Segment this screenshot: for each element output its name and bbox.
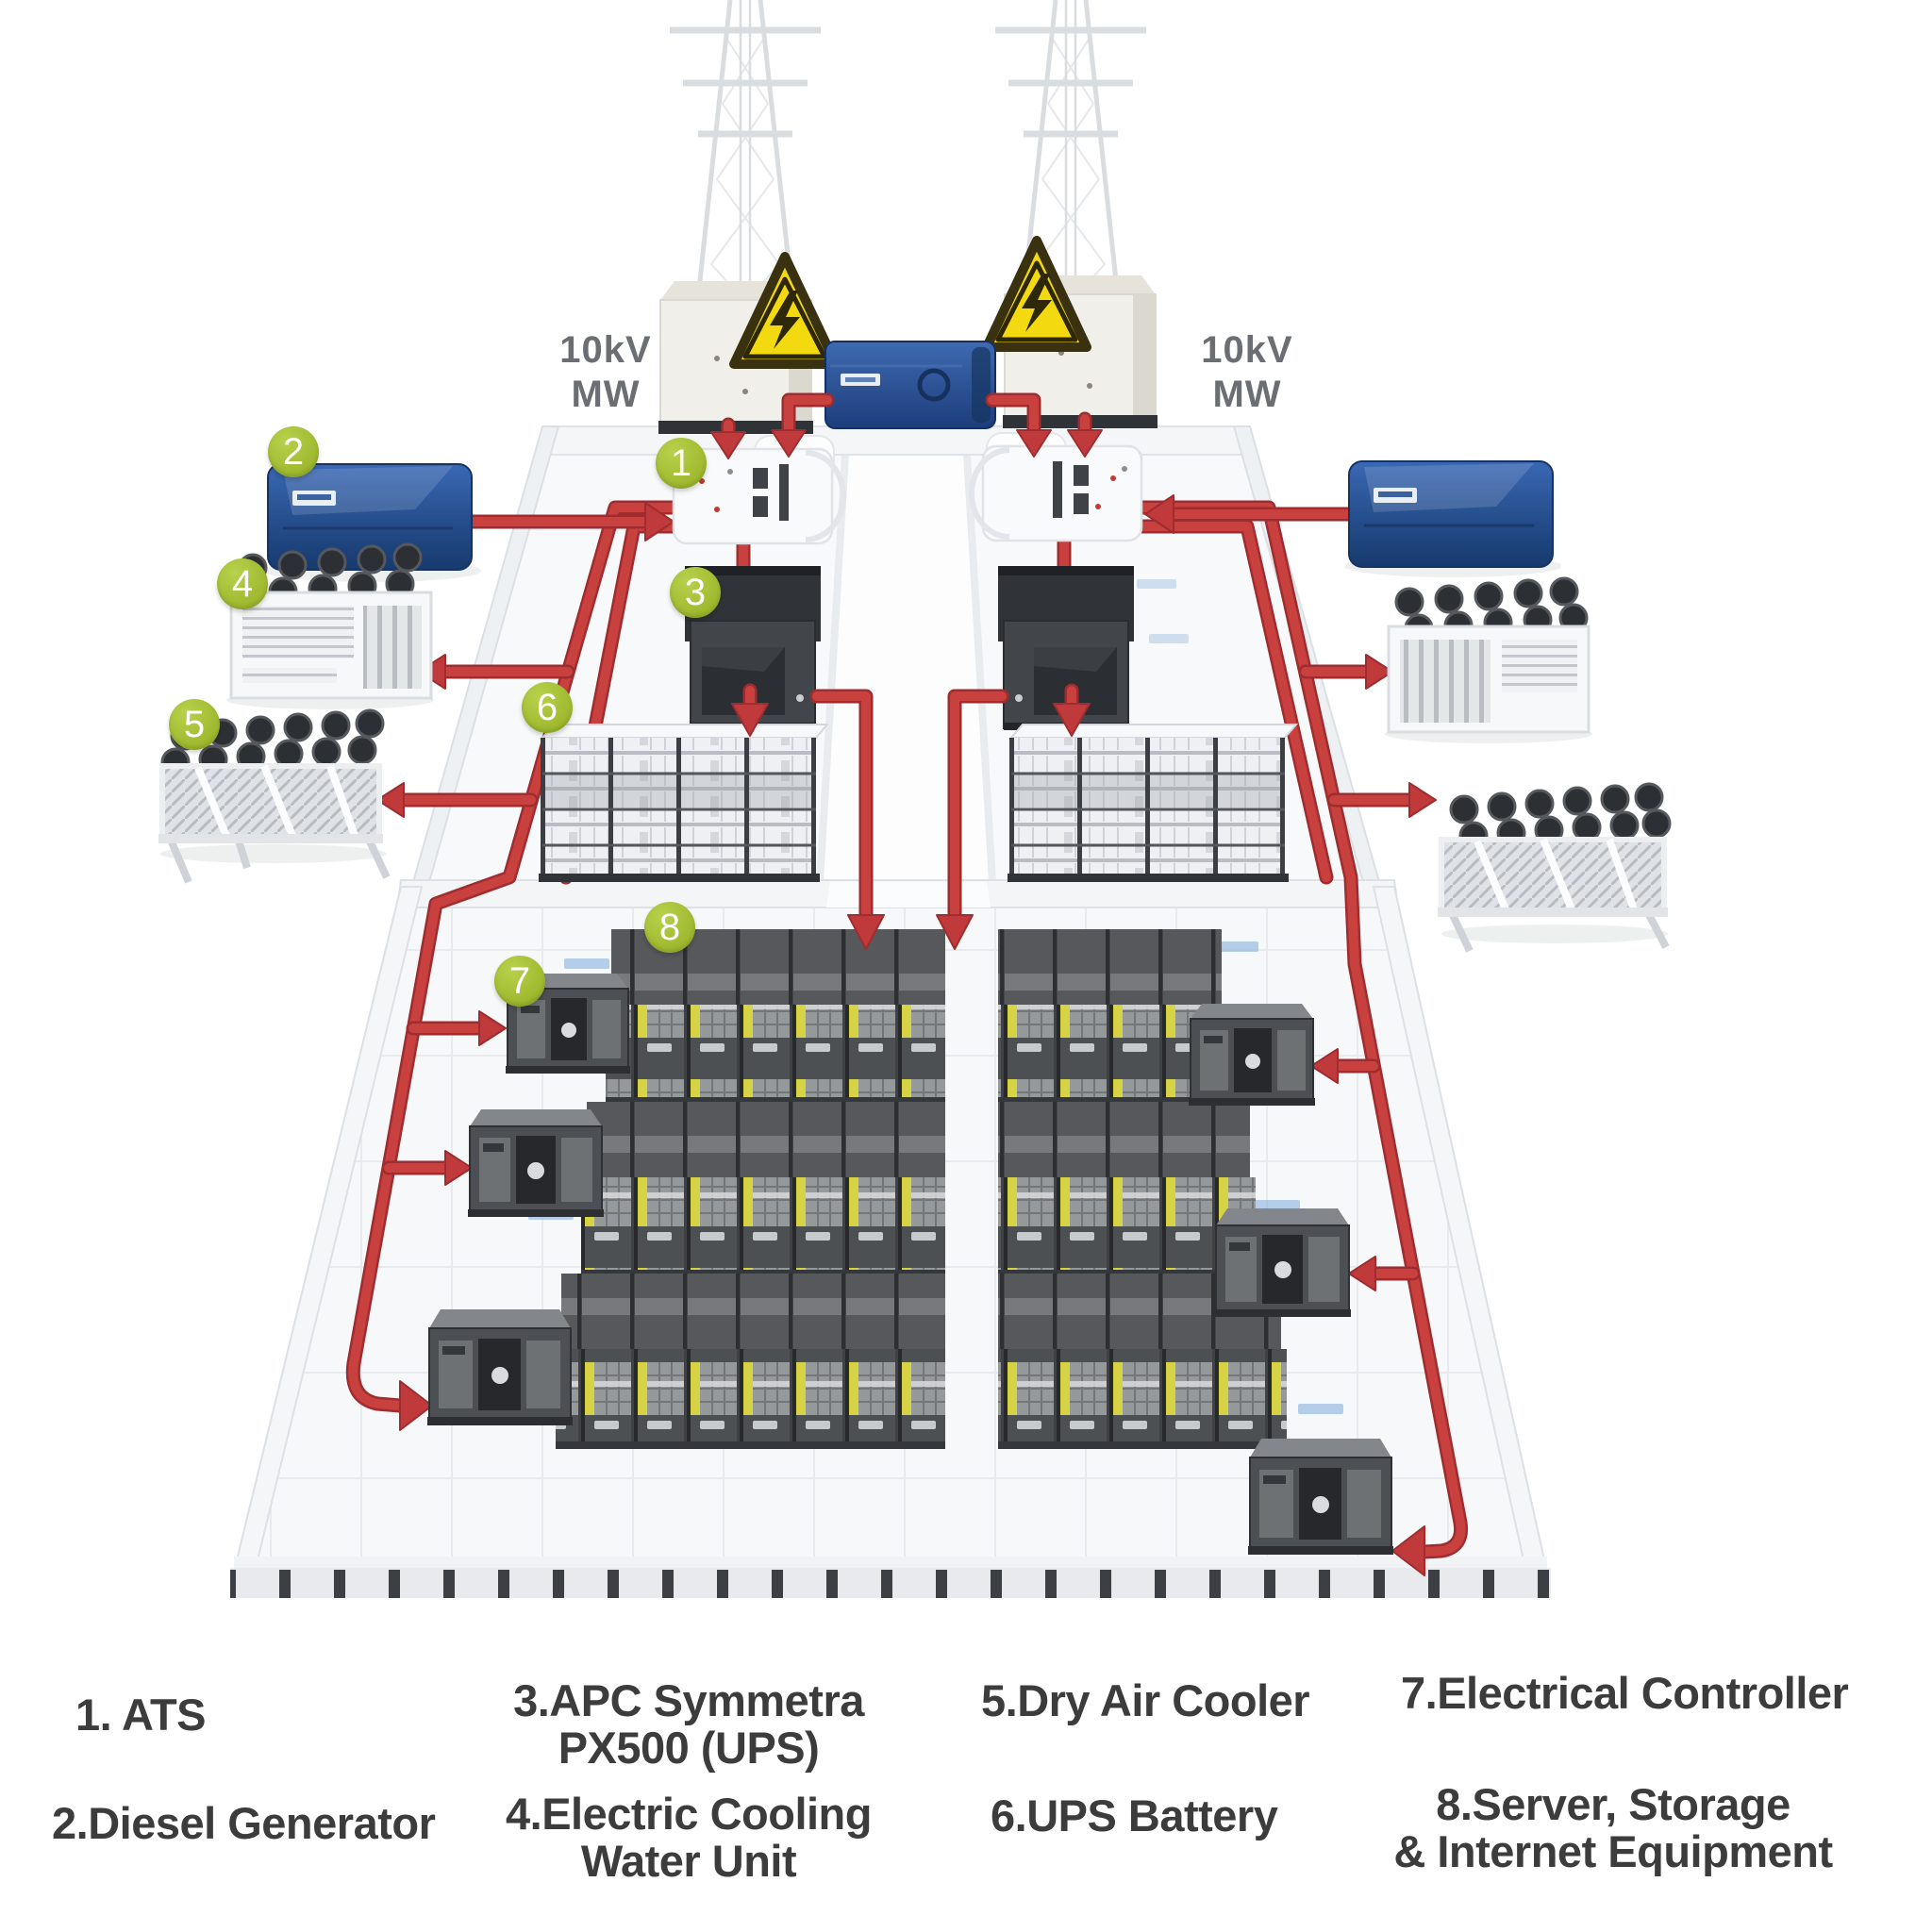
controller-right-1 [1189,1004,1315,1106]
badge-2-diesel-generator: 2 [268,426,319,477]
legend-item-dry-air-cooler: 5.Dry Air Cooler [981,1675,1310,1725]
rack-row-left-2 [581,1102,945,1277]
arrow-to-controller-left-2 [444,1150,473,1186]
ups-right [998,566,1134,730]
badge-1-ats: 1 [656,438,707,489]
rack-row-right-2 [998,1102,1256,1277]
arrow-transformer-right-drop [1067,429,1103,458]
dry-air-cooler-left [158,708,391,884]
legend-item-diesel-generator: 2.Diesel Generator [52,1798,436,1848]
badge-8-servers: 8 [644,902,695,953]
arrow-switchgear-left-drop [771,429,807,458]
high-voltage-warning-icon-right [982,236,1091,352]
cooling-water-unit-right [1385,576,1592,743]
legend-text: 7.Electrical Controller [1401,1668,1849,1718]
arrow-to-controller-left-1 [478,1010,507,1046]
arrow-aisle-left-drop [847,914,885,950]
controller-left-2 [468,1109,604,1217]
legend-text: Water Unit [580,1835,797,1886]
controller-right-2 [1214,1208,1351,1317]
main-switchgear-blue [824,341,996,429]
controller-right-3 [1248,1439,1393,1555]
arrow-to-controller-left-3 [399,1380,433,1431]
legend-item-ats: 1. ATS [75,1690,207,1740]
high-voltage-warning-icon-left [729,252,841,369]
legend-text: 4.Electric Cooling [506,1789,872,1839]
legend-text: 2.Diesel Generator [52,1798,436,1848]
legend-text: PX500 (UPS) [558,1722,820,1773]
arrow-to-controller-right-3 [1391,1525,1425,1576]
arrow-to-controller-right-2 [1348,1256,1376,1291]
legend-item-cooling-unit: 4.Electric Cooling Water Unit [491,1790,887,1885]
legend-text: 8.Server, Storage [1436,1779,1790,1829]
server-rack-rows [556,929,1287,1449]
legend-text: & Internet Equipment [1393,1825,1833,1876]
diesel-generator-right [1344,460,1561,577]
legend-item-ups-battery: 6.UPS Battery [991,1790,1278,1840]
arrow-transformer-left-drop [710,431,746,459]
arrow-ups-right-to-battery [1053,703,1091,737]
legend-text: 3.APC Symmetra [513,1675,864,1725]
badge-4-cooling-unit: 4 [217,558,268,609]
badge-7-controller: 7 [494,956,545,1007]
legend-item-ups: 3.APC Symmetra PX500 (UPS) [491,1677,887,1772]
feed-right-voltage: 10kV [1201,329,1293,371]
central-aisle-floor [824,439,989,882]
hall-front-edge [234,1557,1547,1570]
badge-3-ups: 3 [670,567,721,618]
rack-row-right-3 [998,1274,1287,1449]
badge-5-dry-air-cooler: 5 [169,699,220,750]
feed-label-left: 10kV MW [540,328,672,417]
controller-left-3 [427,1309,573,1425]
badge-6-ups-battery: 6 [522,682,573,733]
rack-row-left-3 [556,1274,945,1449]
arrow-generator-right-to-ats [1144,494,1174,534]
ats-right [969,432,1143,542]
legend-item-servers: 8.Server, Storage & Internet Equipment [1349,1781,1877,1875]
ats-left [672,435,846,545]
arrow-to-dry-cooler-left [376,782,405,818]
arrow-to-controller-right-1 [1310,1048,1339,1084]
feed-label-right: 10kV MW [1181,328,1313,417]
arrow-generator-left-to-ats [644,502,675,541]
rack-row-left-1 [606,929,945,1105]
ups-battery-rack-left [539,724,830,882]
arrow-to-cooling-unit-right [1365,654,1393,690]
upper-wall-top [541,425,1251,456]
piping-over [710,392,1103,950]
feed-left-voltage: 10kV [559,329,652,371]
ups-battery-rack-right [1008,724,1299,882]
arrow-to-dry-cooler-right [1408,782,1437,818]
arrow-ups-left-to-battery [731,703,769,737]
arrow-aisle-right-drop [936,914,974,950]
legend-text: 6.UPS Battery [991,1790,1278,1840]
legend-item-controller: 7.Electrical Controller [1401,1668,1849,1718]
arrow-switchgear-right-drop [1016,429,1052,458]
rack-row-right-1 [998,929,1227,1105]
legend-text: 1. ATS [75,1690,207,1740]
dry-air-cooler-right [1438,782,1672,953]
legend-text: 5.Dry Air Cooler [981,1675,1310,1725]
feed-right-power: MW [1212,374,1282,416]
feed-left-power: MW [571,374,641,416]
